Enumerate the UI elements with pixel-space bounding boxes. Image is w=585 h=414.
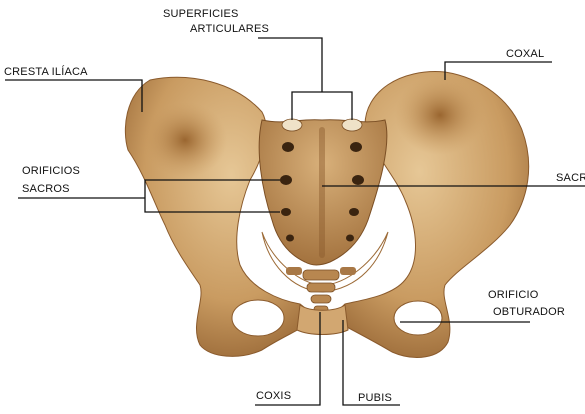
label-coxal: COXAL <box>506 48 544 60</box>
label-orificio-2: OBTURADOR <box>493 306 565 318</box>
label-coxis: COXIS <box>256 390 291 402</box>
label-orificios-1: ORIFICIOS <box>22 165 80 177</box>
left-obturator-hole <box>232 300 284 336</box>
left-iliac-fossa <box>143 102 227 178</box>
coccyx <box>303 270 339 314</box>
label-sacro: SACRO <box>556 172 585 184</box>
label-superficies-1: SUPERFICIES <box>163 8 239 20</box>
right-obturator-hole <box>394 301 442 335</box>
label-orificios-2: SACROS <box>22 183 70 195</box>
label-orificio-1: ORIFICIO <box>488 289 539 301</box>
leader-superficies <box>258 38 352 120</box>
leader-cresta <box>5 80 142 112</box>
right-iliac-fossa <box>395 75 485 155</box>
label-cresta-iliaca: CRESTA ILÍACA <box>4 66 88 78</box>
left-ischial-rami <box>286 267 302 275</box>
right-ischial-rami <box>340 267 356 275</box>
label-superficies-2: ARTICULARES <box>190 23 269 35</box>
right-articular-surface <box>342 119 362 131</box>
left-articular-surface <box>282 119 302 131</box>
label-pubis: PUBIS <box>358 392 392 404</box>
